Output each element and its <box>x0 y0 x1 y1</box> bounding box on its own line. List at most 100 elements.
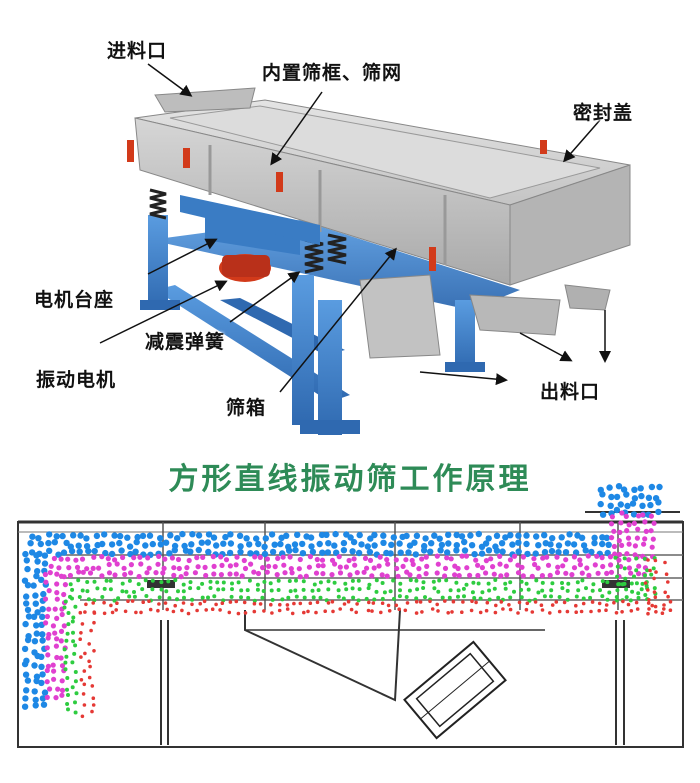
particle <box>540 588 545 593</box>
particle <box>434 553 440 559</box>
particle <box>631 520 638 527</box>
particle <box>607 502 614 509</box>
particle <box>640 512 646 518</box>
particle <box>24 636 32 644</box>
particle <box>233 562 239 568</box>
particle <box>52 606 58 612</box>
particle <box>591 539 598 547</box>
particle <box>73 557 79 563</box>
particle <box>87 675 92 680</box>
particle <box>560 581 564 585</box>
particle <box>460 610 464 614</box>
particle <box>647 598 651 602</box>
particle <box>171 609 176 614</box>
particle <box>619 542 625 549</box>
particle <box>577 562 584 568</box>
particle <box>167 596 172 601</box>
particle <box>512 589 516 594</box>
particle <box>87 642 91 646</box>
particle <box>121 565 127 571</box>
particle <box>302 610 306 615</box>
particle <box>612 600 616 605</box>
particle <box>483 558 489 564</box>
particle <box>127 594 132 599</box>
particle <box>464 582 469 587</box>
particle <box>42 571 49 578</box>
particle <box>261 550 269 558</box>
particle <box>188 580 193 585</box>
particle <box>626 602 631 607</box>
particle <box>654 610 658 614</box>
particle <box>394 603 399 608</box>
particle <box>45 663 52 670</box>
particle <box>79 655 83 659</box>
particle <box>604 570 610 577</box>
particle <box>517 600 522 605</box>
particle <box>591 582 596 587</box>
particle <box>53 695 59 701</box>
particle <box>503 581 508 586</box>
particle <box>580 578 585 583</box>
particle <box>132 594 137 599</box>
particle <box>307 554 313 560</box>
particle <box>85 547 92 555</box>
particle <box>134 533 141 541</box>
particle <box>117 532 124 540</box>
particle <box>251 569 257 575</box>
particle <box>34 609 41 616</box>
particle <box>356 598 361 603</box>
particle <box>58 638 64 644</box>
particle <box>87 570 94 576</box>
particle <box>507 532 514 539</box>
particle <box>33 677 40 685</box>
particle <box>332 580 337 585</box>
particle <box>478 550 486 557</box>
particle <box>388 541 395 548</box>
particle <box>499 600 504 604</box>
particle <box>467 572 473 578</box>
particle <box>358 541 365 548</box>
particle <box>571 554 578 560</box>
particle <box>120 581 125 586</box>
particle <box>77 595 82 599</box>
particle <box>269 548 277 556</box>
particle <box>355 602 359 606</box>
particle <box>86 597 91 602</box>
particle <box>211 571 217 577</box>
particle <box>464 565 470 571</box>
particle <box>73 710 78 715</box>
particle <box>550 603 555 607</box>
particle <box>336 554 342 560</box>
particle <box>624 587 629 592</box>
particle <box>46 531 53 538</box>
particle <box>437 547 444 554</box>
particle <box>59 692 65 698</box>
particle <box>68 582 73 587</box>
particle <box>608 521 615 527</box>
particle <box>428 599 432 604</box>
particle <box>237 548 244 556</box>
particle <box>277 540 284 548</box>
particle <box>615 588 620 593</box>
particle <box>39 695 47 702</box>
particle <box>329 572 335 578</box>
particle <box>614 598 619 603</box>
particle <box>91 547 98 555</box>
particle <box>288 566 294 572</box>
particle <box>535 565 541 571</box>
particle <box>115 601 119 605</box>
particle <box>524 607 529 612</box>
particle <box>398 581 403 586</box>
particle <box>234 554 240 560</box>
particle <box>638 492 645 500</box>
material-particles <box>21 483 673 719</box>
particle <box>634 535 641 541</box>
particle <box>195 564 201 570</box>
particle <box>405 549 412 556</box>
particle <box>302 595 307 600</box>
particle <box>542 594 547 599</box>
particle <box>636 591 641 596</box>
particle <box>76 578 81 583</box>
particle <box>343 581 348 586</box>
particle <box>655 499 662 506</box>
